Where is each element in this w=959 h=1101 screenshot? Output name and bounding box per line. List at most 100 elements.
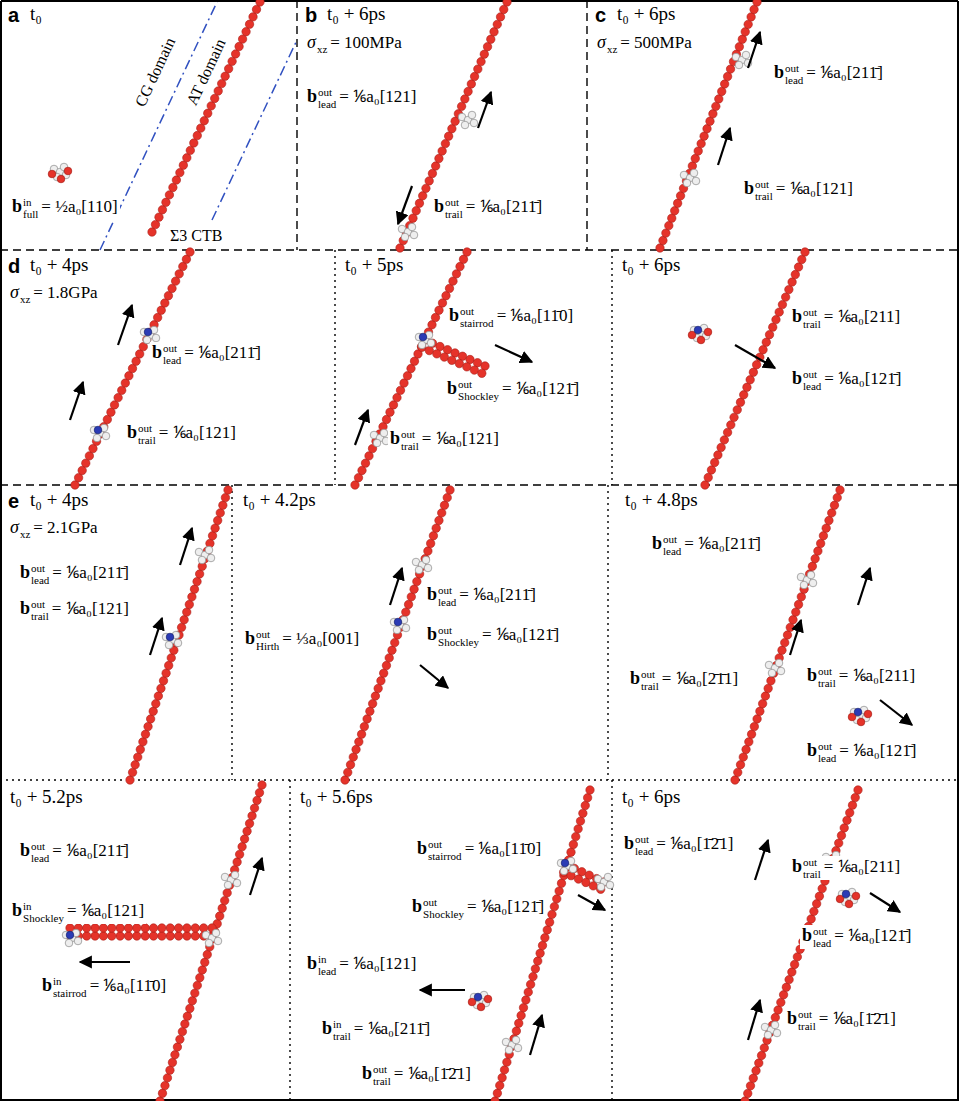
- core-atom: [842, 890, 850, 898]
- subscript: full: [23, 208, 38, 220]
- core-atom: [224, 881, 232, 889]
- core-atom: [198, 556, 206, 564]
- atom: [846, 809, 854, 817]
- atom: [224, 65, 232, 73]
- vector-value: = ⅙a₀[121]: [67, 901, 144, 920]
- subscript: lead: [438, 596, 456, 608]
- superscript: in: [23, 196, 38, 208]
- atom: [555, 887, 563, 895]
- atom: [178, 1027, 186, 1035]
- atom: [425, 177, 433, 185]
- atom: [775, 308, 783, 316]
- domain-label: AT domain: [182, 36, 230, 109]
- atom: [498, 1073, 506, 1081]
- atom: [500, 1066, 508, 1074]
- atom: [252, 5, 260, 13]
- burgers-vector: bouttrail= ⅙a₀[2̄1̄1]: [628, 668, 740, 692]
- atom: [203, 950, 211, 958]
- core-atom: [606, 881, 614, 889]
- atom: [349, 753, 357, 761]
- vector-value: = ⅙a₀[121]: [52, 599, 129, 618]
- vector-symbol: b: [12, 900, 22, 920]
- atom: [665, 221, 673, 229]
- atom: [220, 896, 228, 904]
- motion-arrow: [250, 858, 262, 895]
- superscript: out: [438, 624, 479, 636]
- atom: [183, 924, 191, 932]
- stress-amount: = 500MPa: [620, 33, 691, 52]
- atom: [191, 932, 199, 940]
- vector-symbol: b: [787, 1008, 797, 1028]
- atom: [186, 146, 194, 154]
- subscript: trail: [641, 680, 659, 692]
- index-stack: outtrail: [641, 668, 659, 692]
- motion-arrow: [420, 989, 465, 991]
- atom: [231, 50, 239, 58]
- atom: [750, 5, 758, 13]
- atom: [382, 661, 390, 669]
- motion-arrow: [735, 345, 775, 368]
- vector-symbol: b: [792, 368, 802, 388]
- atom: [424, 547, 432, 555]
- vector-symbol: b: [412, 896, 422, 916]
- vector-value: = ⅙a₀[211̄]: [354, 1019, 431, 1038]
- atom: [710, 458, 718, 466]
- index-stack: outlead: [438, 584, 456, 608]
- superscript: in: [333, 1018, 351, 1030]
- atom: [190, 139, 198, 147]
- subscript: trail: [401, 440, 419, 452]
- superscript: in: [318, 953, 336, 965]
- atom: [352, 745, 360, 753]
- atom: [576, 817, 584, 825]
- atom: [402, 608, 410, 616]
- atom: [569, 840, 577, 848]
- time-label: t₀ + 6ps: [622, 786, 681, 809]
- atom: [704, 473, 712, 481]
- atom: [541, 934, 549, 942]
- atom: [183, 932, 191, 940]
- atom: [736, 398, 744, 406]
- atom: [808, 562, 816, 570]
- atom: [245, 20, 253, 28]
- atom: [836, 486, 844, 494]
- atom: [157, 684, 165, 692]
- atom: [487, 35, 495, 43]
- atom: [441, 139, 449, 147]
- atom: [519, 1004, 527, 1012]
- vector-symbol: b: [362, 1063, 372, 1083]
- core-atom: [214, 937, 222, 945]
- core-atom: [64, 167, 72, 175]
- stress-symbol: σ: [10, 517, 19, 537]
- atom: [744, 1089, 752, 1097]
- vector-value: = ⅙a₀[211̄]: [466, 197, 543, 216]
- vector-symbol: b: [744, 178, 754, 198]
- atom: [391, 638, 399, 646]
- core-atom: [144, 328, 152, 336]
- atom: [256, 0, 264, 6]
- atom: [579, 809, 587, 817]
- atom: [149, 707, 157, 715]
- atom: [133, 924, 141, 932]
- core-atom: [771, 1021, 779, 1029]
- burgers-vector: boutlead= ⅙a₀[121̄]: [805, 740, 918, 764]
- atom: [190, 585, 198, 593]
- core-atom: [427, 339, 435, 347]
- atom: [581, 801, 589, 809]
- atom: [407, 593, 415, 601]
- atom: [412, 207, 420, 215]
- atom: [396, 244, 404, 252]
- core-atom: [102, 432, 110, 440]
- stress-amount: = 1.8GPa: [33, 283, 97, 302]
- atom: [557, 879, 565, 887]
- superscript: out: [373, 1063, 391, 1075]
- atom: [572, 832, 580, 840]
- superscript: out: [818, 665, 836, 677]
- vector-symbol: b: [447, 378, 457, 398]
- atom: [463, 363, 471, 371]
- atom: [756, 707, 764, 715]
- vector-symbol: b: [322, 1018, 332, 1038]
- subscript: lead: [813, 937, 831, 949]
- atom: [179, 161, 187, 169]
- panel-separator: [611, 250, 612, 485]
- superscript: out: [635, 833, 653, 845]
